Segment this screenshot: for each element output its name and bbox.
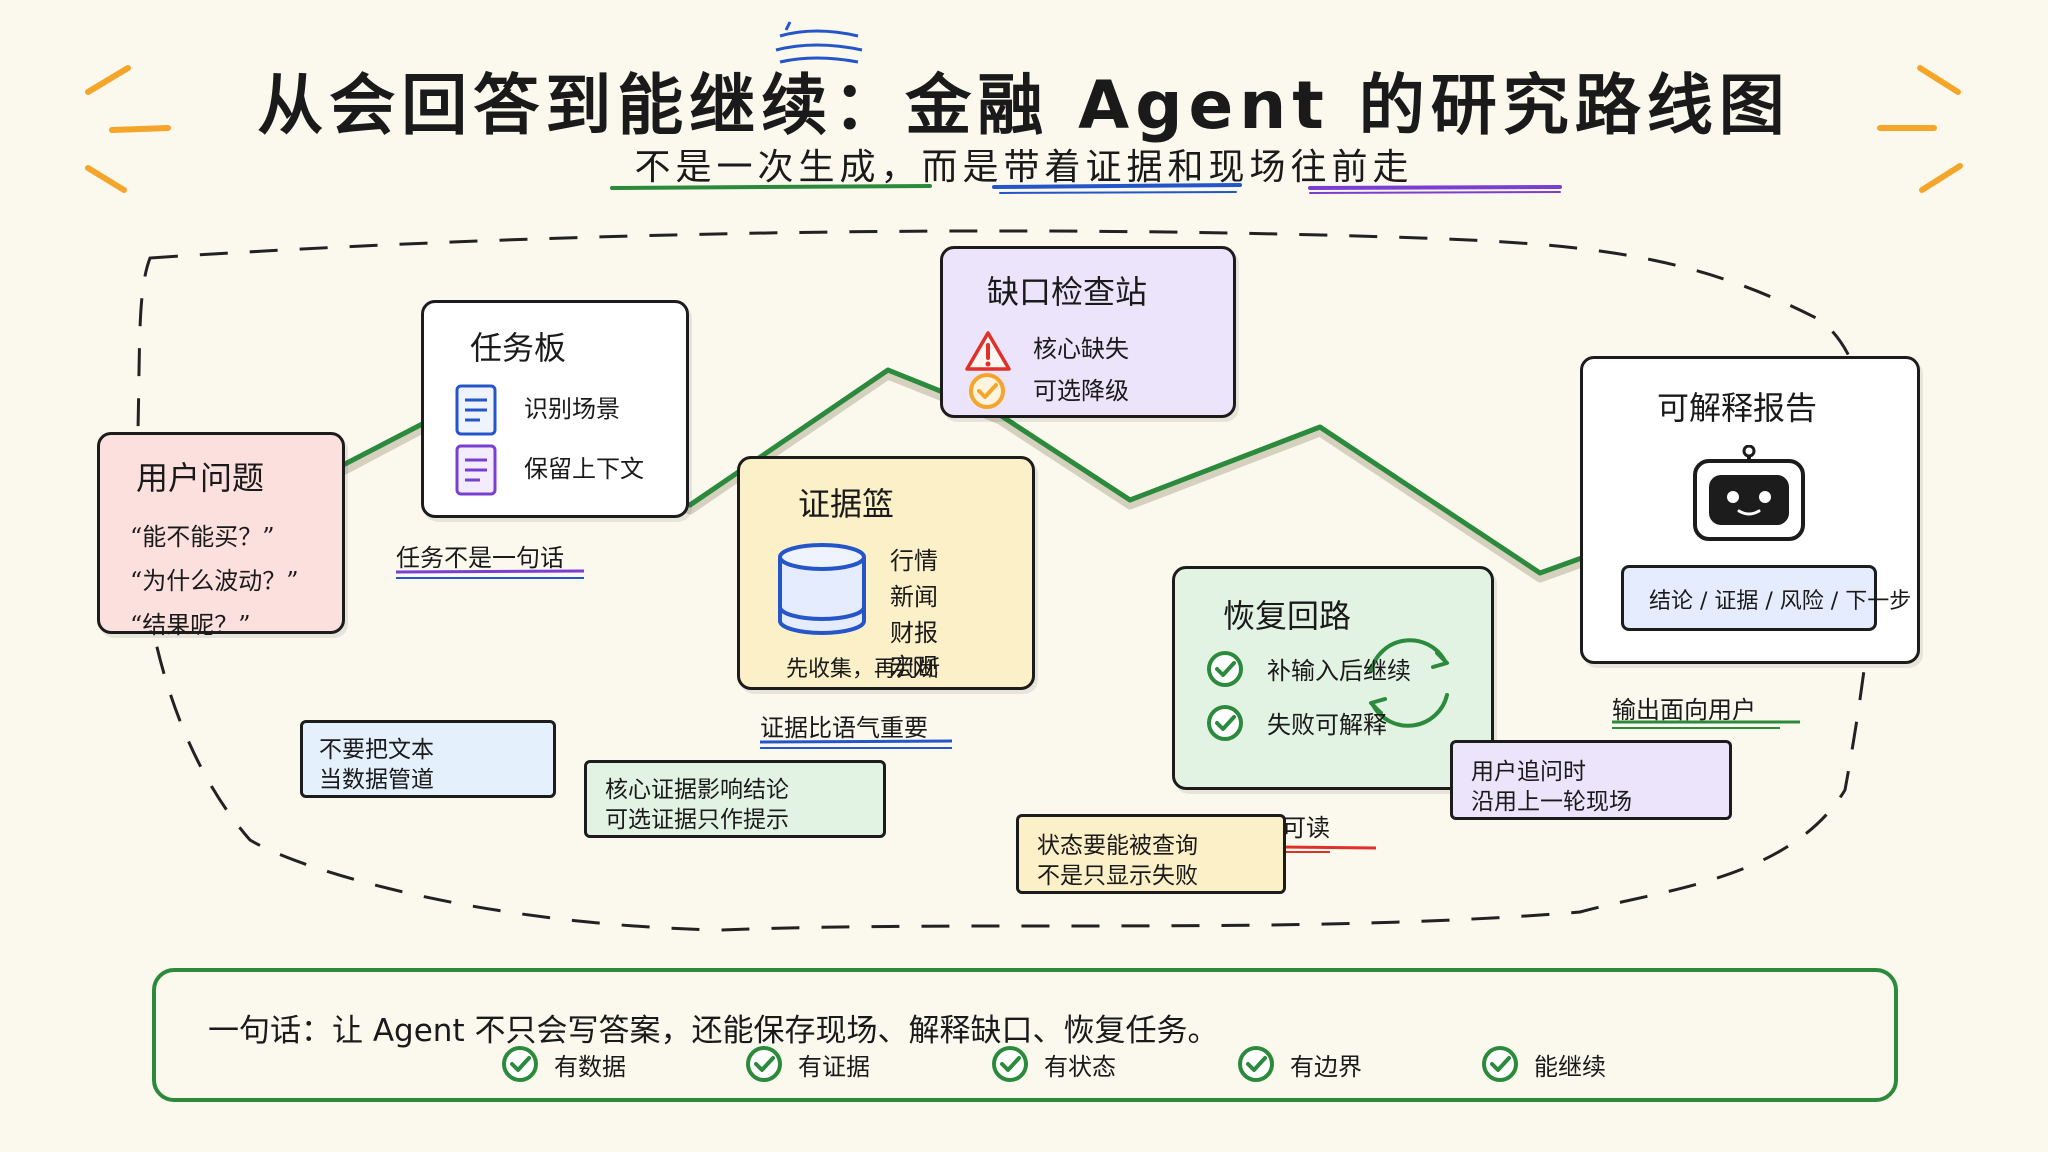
corner-accents — [85, 65, 1963, 193]
check-circle-icon — [746, 1046, 782, 1082]
question-line: “结果呢？” — [130, 611, 251, 639]
note-follow-up: 用户追问时 沿用上一轮现场 — [1450, 740, 1732, 820]
evidence-line: 新闻 — [890, 583, 938, 611]
card-title: 恢复回路 — [1223, 597, 1352, 635]
robot-icon — [1693, 445, 1805, 541]
title-scribble — [775, 21, 863, 64]
report-output-box — [1621, 565, 1877, 631]
check-label: 有边界 — [1290, 1052, 1362, 1081]
card-recovery-loop: 恢复回路 补输入后继续 失败可解释 — [1172, 566, 1494, 790]
note-line: 当数据管道 — [319, 767, 434, 793]
check-item: 有数据 — [500, 1044, 626, 1084]
card-title: 任务板 — [470, 329, 567, 367]
note-line: 沿用上一轮现场 — [1471, 789, 1632, 815]
document-icon — [455, 444, 497, 496]
dashed-boundary — [135, 229, 1878, 932]
check-circle-icon — [1238, 1046, 1274, 1082]
evidence-line: 宏观 — [890, 653, 938, 681]
question-line: “为什么波动？” — [130, 567, 299, 595]
check-circle-icon — [1482, 1046, 1518, 1082]
check-label: 有证据 — [798, 1052, 870, 1081]
task-line: 识别场景 — [524, 395, 620, 423]
card-title: 可解释报告 — [1657, 389, 1818, 427]
card-title: 证据篮 — [798, 485, 895, 523]
evidence-footer: 先收集，再判断 — [786, 657, 941, 682]
recovery-line: 失败可解释 — [1267, 711, 1387, 739]
card-gap-check: 缺口检查站 核心缺失 可选降级 — [940, 246, 1236, 418]
check-label: 有状态 — [1044, 1052, 1116, 1081]
page-subtitle: 不是一次生成，而是带着证据和现场往前走 — [634, 147, 1414, 188]
check-item: 有证据 — [744, 1044, 870, 1084]
gap-line: 核心缺失 — [1033, 335, 1129, 363]
check-circle-icon — [502, 1046, 538, 1082]
check-label: 有数据 — [554, 1052, 626, 1081]
card-title: 用户问题 — [136, 459, 265, 497]
summary-panel — [152, 968, 1898, 1102]
caption-task: 任务不是一句话 — [396, 544, 564, 572]
note-core-evidence: 核心证据影响结论 可选证据只作提示 — [584, 760, 886, 838]
check-circle-icon — [992, 1046, 1028, 1082]
report-output: 结论 / 证据 / 风险 / 下一步 — [1649, 589, 1912, 614]
check-item: 能继续 — [1480, 1044, 1606, 1084]
caption-evidence: 证据比语气重要 — [760, 714, 928, 742]
check-circle-icon — [1207, 651, 1243, 687]
question-line: “能不能买？” — [130, 523, 275, 551]
note-line: 状态要能被查询 — [1037, 833, 1198, 859]
note-text-pipeline: 不要把文本 当数据管道 — [300, 720, 556, 798]
gap-line: 可选降级 — [1033, 377, 1129, 405]
caption-output: 输出面向用户 — [1612, 696, 1756, 724]
card-report: 可解释报告 结论 / 证据 / 风险 / 下一步 — [1580, 356, 1920, 664]
task-line: 保留上下文 — [524, 455, 644, 483]
summary-text: 一句话：让 Agent 不只会写答案，还能保存现场、解释缺口、恢复任务。 — [208, 1013, 1219, 1049]
check-circle-icon — [969, 373, 1005, 409]
evidence-line: 行情 — [890, 547, 938, 575]
database-icon — [778, 543, 866, 635]
note-line: 不要把文本 — [319, 737, 434, 763]
document-icon — [455, 384, 497, 436]
card-title: 缺口检查站 — [987, 273, 1148, 311]
check-label: 能继续 — [1534, 1052, 1606, 1081]
page-title: 从会回答到能继续：金融 Agent 的研究路线图 — [257, 67, 1791, 144]
check-item: 有边界 — [1236, 1044, 1362, 1084]
card-evidence-basket: 证据篮 行情 新闻 财报 宏观 先收集，再判断 — [737, 456, 1035, 690]
note-state-query: 状态要能被查询 不是只显示失败 — [1016, 814, 1286, 894]
card-task-board: 任务板 识别场景 保留上下文 — [421, 300, 689, 518]
card-user-question: 用户问题 “能不能买？” “为什么波动？” “结果呢？” — [97, 432, 345, 639]
check-item: 有状态 — [990, 1044, 1116, 1084]
warning-icon — [965, 331, 1011, 371]
note-line: 用户追问时 — [1471, 759, 1586, 785]
evidence-line: 财报 — [890, 619, 938, 647]
note-line: 可选证据只作提示 — [605, 807, 789, 833]
note-line: 核心证据影响结论 — [605, 777, 789, 803]
cycle-arrows-icon — [1369, 638, 1449, 728]
check-circle-icon — [1207, 705, 1243, 741]
recovery-line: 补输入后继续 — [1267, 657, 1411, 685]
note-line: 不是只显示失败 — [1037, 863, 1198, 889]
